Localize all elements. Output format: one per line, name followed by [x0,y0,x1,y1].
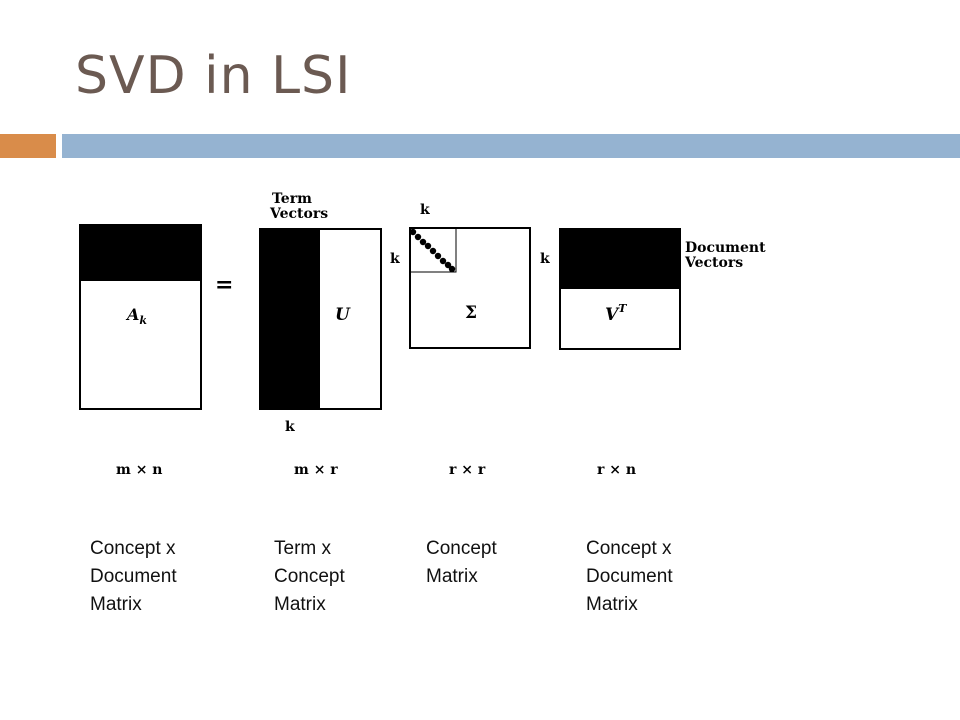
sigma-k-top-label: k [420,202,430,218]
matrix-sigma: k k Σ [390,202,531,349]
matrix-u: U k [259,228,382,435]
matrix-u-k-label: k [285,419,295,435]
caption-vt-line3: Matrix [586,594,638,615]
vt-k-left-label: k [540,251,550,267]
caption-a-line2: Document [90,566,177,587]
matrix-u-black-block [260,229,320,409]
accent-bar [0,134,56,158]
sigma-k-left-label: k [390,251,400,267]
caption-a-line1: Concept x [90,538,176,559]
caption-u-line3: Matrix [274,594,326,615]
matrix-a-main-letter: A [125,305,139,324]
matrix-vt-black-block [560,229,680,289]
caption-vt-line2: Document [586,566,673,587]
dim-label-u: m × r [294,462,338,478]
caption-u-line2: Concept [274,566,345,587]
matrix-a-k-black-block [80,225,201,281]
sigma-diagonal-dots [409,228,456,273]
document-vectors-label-line1: Document [685,240,766,256]
dim-label-vt: r × n [597,462,636,478]
matrix-sigma-label: Σ [465,303,477,323]
caption-u: Term x Concept Matrix [274,535,345,619]
caption-sigma-line1: Concept [426,538,497,559]
matrix-vt: k VT [540,228,681,350]
caption-u-line1: Term x [274,538,331,559]
title-rule-bar [62,134,960,158]
matrix-vt-label: VT [605,302,627,325]
caption-vt-line1: Concept x [586,538,672,559]
caption-vt: Concept x Document Matrix [586,535,673,619]
caption-a: Concept x Document Matrix [90,535,177,619]
matrix-v-main-letter: V [605,305,620,325]
caption-sigma: Concept Matrix [426,535,497,591]
caption-a-line3: Matrix [90,594,142,615]
dim-label-sigma: r × r [449,462,486,478]
slide-title: SVD in LSI [75,46,352,106]
matrix-a-k: Ak [79,224,202,410]
document-vectors-label-line2: Vectors [684,255,743,271]
term-vectors-label-line1: Term [272,191,312,207]
dim-label-a: m × n [116,462,162,478]
matrix-u-label: U [335,305,351,325]
caption-sigma-line2: Matrix [426,566,478,587]
term-vectors-label-line2: Vectors [269,206,328,222]
matrix-a-k-label: Ak [125,305,147,327]
matrix-v-superscript: T [618,302,627,315]
equals-sign: = [215,272,233,298]
matrix-a-subscript: k [139,314,147,327]
